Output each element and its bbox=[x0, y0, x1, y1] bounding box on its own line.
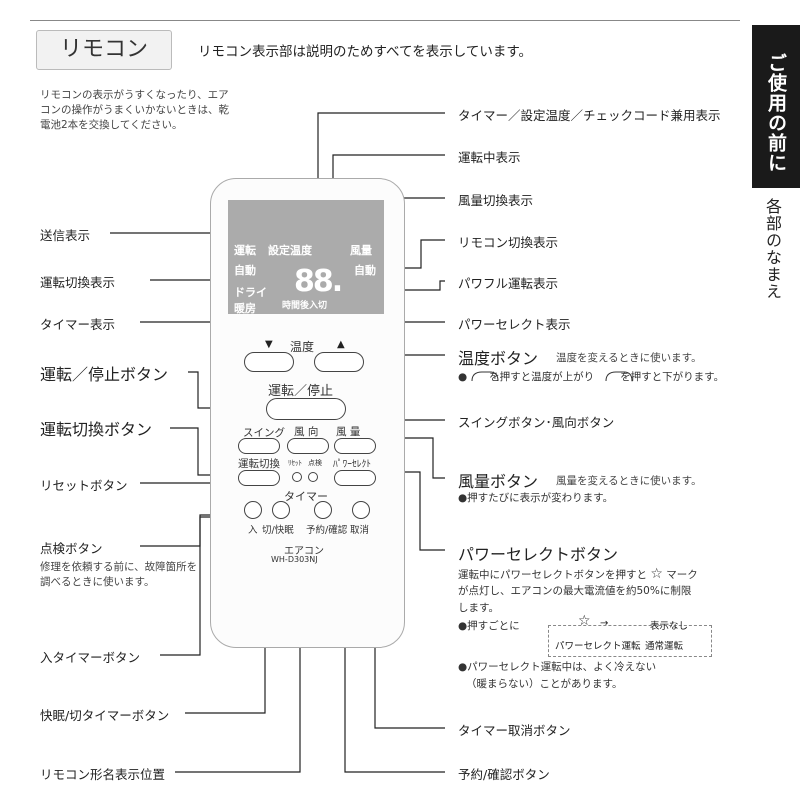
temp-label: 温度 bbox=[290, 340, 315, 354]
lcd-panel: 運転 設定温度 風量 自動 自動 ドライ 暖房 時間後入切 bbox=[228, 200, 384, 315]
reserve-label: 予約/確認 bbox=[306, 525, 348, 536]
ps-normal: 通常運転 bbox=[645, 641, 684, 652]
label-running-display: 運転中表示 bbox=[458, 150, 521, 165]
label-timer-display: タイマー／設定温度／チェックコード兼用表示 bbox=[458, 108, 721, 123]
cancel-label: 取消 bbox=[350, 525, 370, 536]
fan-label: 風 量 bbox=[336, 426, 361, 438]
intro-text: リモコン表示部は説明のためすべてを表示しています。 bbox=[198, 44, 532, 60]
temp-down-button[interactable] bbox=[244, 352, 294, 372]
direction-button[interactable] bbox=[287, 438, 329, 454]
label-on-timer-button: 入タイマーボタン bbox=[40, 650, 141, 665]
power-select-label: ﾊﾟﾜｰｾﾚｸﾄ bbox=[333, 459, 372, 470]
run-stop-label: 運転／停止 bbox=[268, 384, 334, 399]
lcd-dry: ドライ bbox=[234, 286, 267, 299]
timer-label: タイマー bbox=[284, 490, 328, 503]
label-fan-button: 風量ボタン bbox=[458, 472, 539, 491]
temp-up-icon: ▲ bbox=[337, 339, 345, 350]
run-stop-button[interactable] bbox=[266, 398, 346, 420]
ps-desc-1: 運転中にパワーセレクトボタンを押すと ☆ マーク bbox=[458, 566, 698, 583]
reset-label: ﾘｾｯﾄ bbox=[288, 459, 302, 467]
ps-cycle-box bbox=[548, 625, 712, 657]
fan-note: ●押すたびに表示が変わります。 bbox=[458, 492, 614, 504]
temp-up-button[interactable] bbox=[314, 352, 364, 372]
model-label: WH-D303NJ bbox=[271, 555, 318, 564]
label-remote-switch-display: リモコン切換表示 bbox=[458, 235, 559, 250]
label-check-button: 点検ボタン bbox=[40, 541, 103, 556]
ps-desc-1b-text: マーク bbox=[666, 569, 698, 581]
mode-label: 運転切換 bbox=[238, 458, 280, 470]
label-reset-button: リセットボタン bbox=[40, 478, 128, 493]
on-timer-button[interactable] bbox=[244, 501, 262, 519]
mode-button[interactable] bbox=[238, 470, 280, 486]
swing-button[interactable] bbox=[238, 438, 280, 454]
label-powerful-display: パワフル運転表示 bbox=[458, 276, 559, 291]
fan-desc: 風量を変えるときに使います。 bbox=[556, 475, 702, 487]
label-run-stop-button: 運転／停止ボタン bbox=[40, 365, 169, 384]
ps-cycle-star-icon: ☆ bbox=[578, 613, 591, 629]
ps-warn-1: ●パワーセレクト運転中は、よく冷えない bbox=[458, 661, 657, 673]
on-label: 入 bbox=[248, 525, 258, 536]
ps-warn-2: （暖まらない）ことがあります。 bbox=[466, 678, 623, 690]
label-model-position: リモコン形名表示位置 bbox=[40, 767, 166, 782]
ps-desc-3: します。 bbox=[458, 602, 499, 614]
label-timer-cancel-button: タイマー取消ボタン bbox=[458, 723, 571, 738]
ps-press: ●押すごとに bbox=[458, 620, 520, 632]
sleep-timer-button[interactable] bbox=[272, 501, 290, 519]
temp-desc: 温度を変えるときに使います。 bbox=[556, 352, 702, 364]
ps-desc-1-text: 運転中にパワーセレクトボタンを押すと bbox=[458, 569, 647, 581]
label-mode-button: 運転切換ボタン bbox=[40, 420, 153, 439]
aircon-label: エアコン bbox=[284, 546, 324, 557]
label-sleep-timer-button: 快眠/切タイマーボタン bbox=[40, 708, 170, 723]
lcd-digits: 88. bbox=[294, 264, 343, 299]
page-title: リモコン bbox=[36, 30, 172, 70]
label-temp-button: 温度ボタン bbox=[458, 349, 539, 368]
lcd-run: 運転 bbox=[234, 244, 256, 257]
off-sleep-label: 切/快眠 bbox=[262, 525, 294, 536]
label-reserve-button: 予約/確認ボタン bbox=[458, 767, 550, 782]
label-swing-button: スイングボタン･風向ボタン bbox=[458, 415, 615, 430]
label-send-display: 送信表示 bbox=[40, 228, 91, 243]
reset-button[interactable] bbox=[292, 472, 302, 482]
side-tab: ご使用の前に bbox=[752, 25, 800, 188]
direction-label: 風 向 bbox=[294, 426, 319, 438]
temp-note-up: を押すと温度が上がり bbox=[489, 371, 595, 383]
ps-no-display: 表示なし bbox=[650, 621, 689, 632]
lcd-auto-fan: 自動 bbox=[354, 264, 376, 277]
temp-down-icon: ▼ bbox=[265, 339, 273, 350]
battery-note: リモコンの表示がうすくなったり、エアコンの操作がうまくいかないときは、乾電池2本… bbox=[40, 89, 229, 131]
ps-mode: パワーセレクト運転 bbox=[555, 641, 641, 652]
label-mode-display: 運転切換表示 bbox=[40, 275, 116, 290]
side-tab-label: ご使用の前に bbox=[765, 53, 787, 173]
label-fan-display: 風量切換表示 bbox=[458, 193, 534, 208]
check-button[interactable] bbox=[308, 472, 318, 482]
lcd-fan: 風量 bbox=[350, 244, 372, 257]
label-power-select-button: パワーセレクトボタン bbox=[458, 545, 619, 564]
swing-label: スイング bbox=[243, 427, 285, 439]
power-select-button[interactable] bbox=[334, 470, 376, 486]
lcd-set-temp: 設定温度 bbox=[268, 244, 312, 257]
lcd-heat: 暖房 bbox=[234, 302, 256, 315]
label-timer-display-left: タイマー表示 bbox=[40, 317, 116, 332]
cancel-button[interactable] bbox=[352, 501, 370, 519]
temp-note-down: を押すと下がります。 bbox=[620, 371, 725, 383]
side-sub-label: 各部のなまえ bbox=[763, 198, 782, 300]
ps-desc-2: が点灯し、エアコンの最大電流値を約50%に制限 bbox=[458, 585, 692, 597]
check-desc: 修理を依頼する前に、故障箇所を調べるときに使います。 bbox=[40, 561, 198, 588]
label-power-select-display: パワーセレクト表示 bbox=[458, 317, 571, 332]
reserve-button[interactable] bbox=[314, 501, 332, 519]
ps-cycle-arrow-icon: → bbox=[600, 618, 609, 629]
check-label: 点検 bbox=[308, 459, 322, 467]
header-rule bbox=[30, 20, 740, 21]
lcd-timer-text: 時間後入切 bbox=[282, 301, 328, 311]
star-icon: ☆ bbox=[650, 566, 663, 582]
lcd-auto: 自動 bbox=[234, 264, 256, 277]
fan-button[interactable] bbox=[334, 438, 376, 454]
temp-note: ●を押すと温度が上がりを押すと下がります。 bbox=[458, 371, 725, 383]
